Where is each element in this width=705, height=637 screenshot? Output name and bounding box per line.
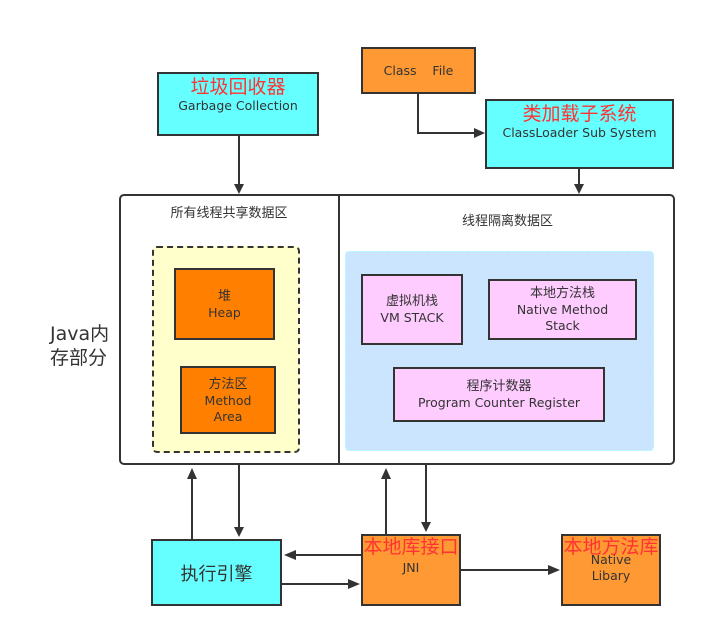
arrowhead-runtime-to-jni — [421, 522, 431, 532]
vm-stack-label-cn: 虚拟机栈 — [385, 294, 438, 309]
arrowhead-engine-to-runtime — [187, 468, 197, 479]
garbage-collection-title-en: Garbage Collection — [178, 98, 298, 113]
native-library-label-en1: Native — [590, 552, 632, 567]
native-method-stack-label-en2: Stack — [545, 318, 580, 333]
connector-classfile-to-classloader — [417, 94, 475, 134]
heap-label-en: Heap — [208, 304, 241, 320]
arrowhead-jni-to-runtime — [381, 468, 391, 479]
program-counter-label-en: Program Counter Register — [417, 395, 581, 410]
method-area-box: 方法区 Method Area — [180, 366, 276, 434]
java-memory-label-line1: Java内 — [50, 323, 110, 345]
program-counter-label-cn: 程序计数器 — [466, 379, 532, 394]
program-counter-box: 程序计数器 Program Counter Register — [393, 367, 605, 422]
native-library-title-cn: 本地方法库 — [563, 536, 659, 558]
java-memory-label: Java内 存部分 — [50, 322, 109, 370]
jni-box: 本地库接口 JNI — [361, 534, 461, 606]
thread-area-title: 线程隔离数据区 — [461, 214, 553, 229]
method-area-label-en2: Area — [213, 408, 243, 424]
area-divider — [338, 195, 340, 464]
native-method-stack-label-cn: 本地方法栈 — [529, 286, 595, 301]
class-file-box: Class File — [361, 47, 476, 94]
arrowhead-runtime-to-engine — [234, 527, 244, 537]
garbage-collection-title-cn: 垃圾回收器 — [190, 76, 286, 98]
arrowhead-jni-to-native-library — [548, 565, 560, 575]
jni-title-cn: 本地库接口 — [363, 536, 459, 558]
native-method-stack-box: 本地方法栈 Native Method Stack — [488, 279, 637, 340]
execution-engine-label: 执行引擎 — [180, 563, 253, 585]
jni-title-en: JNI — [402, 560, 420, 575]
execution-engine-box: 执行引擎 — [151, 539, 282, 606]
classloader-box: 类加载子系统 ClassLoader Sub System — [485, 99, 674, 169]
vm-stack-label-en: VM STACK — [380, 310, 444, 325]
method-area-label-en1: Method — [204, 392, 252, 408]
classloader-title-en: ClassLoader Sub System — [502, 125, 657, 140]
native-method-stack-label-en1: Native Method — [516, 302, 609, 317]
arrowhead-classloader-to-runtime — [574, 184, 584, 194]
native-library-box: 本地方法库 Native Libary — [561, 534, 661, 606]
shared-area-title: 所有线程共享数据区 — [170, 206, 288, 221]
method-area-label-cn: 方法区 — [208, 376, 248, 392]
classloader-title-cn: 类加载子系统 — [522, 103, 637, 125]
garbage-collection-box: 垃圾回收器 Garbage Collection — [157, 72, 319, 136]
java-memory-label-line2: 存部分 — [50, 347, 108, 369]
arrowhead-engine-to-jni — [348, 579, 360, 589]
native-library-label-en2: Libary — [591, 568, 631, 583]
arrowhead-gc-to-runtime — [234, 184, 244, 194]
vm-stack-box: 虚拟机栈 VM STACK — [361, 274, 463, 345]
arrowhead-jni-to-engine — [284, 550, 296, 560]
heap-box: 堆 Heap — [174, 268, 275, 340]
class-file-label: Class File — [383, 62, 454, 78]
arrowhead-classfile-to-classloader — [474, 128, 485, 138]
heap-label-cn: 堆 — [217, 288, 231, 304]
